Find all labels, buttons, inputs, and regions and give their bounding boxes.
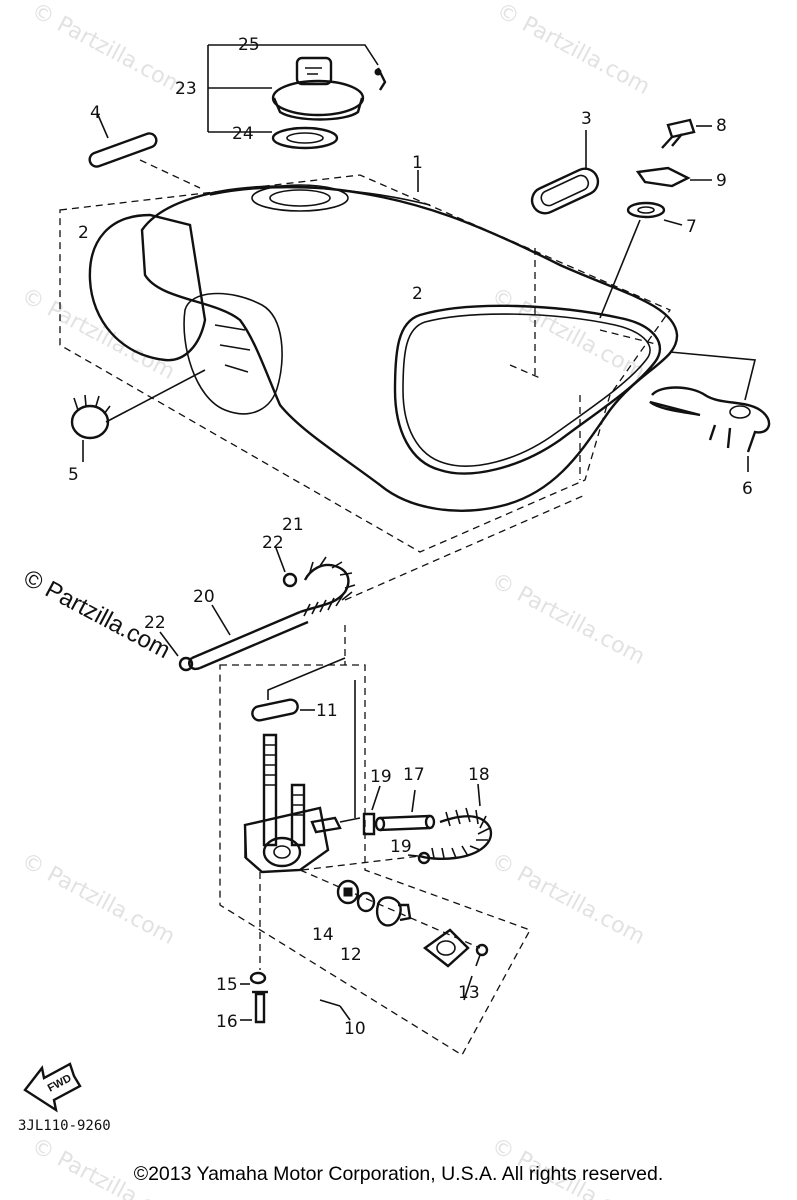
filler-cap-group [207,44,387,150]
faded-watermark: © Partzilla.com [17,848,179,950]
side-panel-left [88,213,207,362]
fwd-arrow-icon [23,1062,82,1113]
part-label: 21 [282,515,304,535]
part-label: 25 [238,35,260,55]
emblem-panel-right [393,304,662,475]
forward-arrow: FWD [23,1062,82,1113]
part-label: 8 [716,116,727,136]
diagram-code: 3JL110-9260 [18,1118,111,1134]
faded-watermark: © Partzilla.com [492,0,654,100]
part-label: 1 [412,153,423,173]
part-label: 4 [90,103,101,123]
seal-part-4 [88,114,201,189]
part-label: 14 [312,925,334,945]
part-label: 3 [581,109,592,129]
part-label: 2 [78,223,89,243]
part-label: 15 [216,975,238,995]
cap-nut-part-5 [70,369,206,462]
part-label: 12 [340,945,362,965]
fuel-pipe [191,610,309,670]
faded-watermark: © Partzilla.com [487,568,649,670]
faded-watermark: © Partzilla.com [27,0,189,100]
hose-group [301,783,493,871]
fuel-lines-group [159,547,356,672]
part-label: 18 [468,765,490,785]
part-label: 17 [403,765,425,785]
part-label: 7 [686,217,697,237]
part-label: 24 [232,124,254,144]
cap-gasket [271,126,339,150]
part-label: 20 [193,587,215,607]
part-label: 13 [458,983,480,1003]
part-label: 22 [262,533,284,553]
copyright-notice: ©2013 Yamaha Motor Corporation, U.S.A. A… [133,1163,664,1185]
fuel-tank [140,185,679,512]
part-label: 11 [316,701,338,721]
fuel-cock-body [243,806,330,874]
faded-watermark: © Partzilla.com [487,283,649,385]
part-label: 19 [370,767,392,787]
mount-hardware [599,118,712,319]
part-label: 2 [412,284,423,304]
bracket-part-6 [649,351,771,472]
fuel-cap [271,79,365,117]
part-label: 16 [216,1012,238,1032]
part-label: 23 [175,79,197,99]
part-labels: 25 23 24 4 1 3 8 9 7 2 2 5 6 21 22 20 22… [68,35,753,1039]
part-label: 19 [390,837,412,857]
emblem-part-3 [530,130,600,215]
part-label: 9 [716,171,727,191]
part-label: 5 [68,465,79,485]
part-label: 6 [742,479,753,499]
fuel-tank-group [59,170,679,553]
faded-watermark: © Partzilla.com [487,848,649,950]
fuel-cock-group [219,494,586,1056]
part-label: 22 [144,613,166,633]
faded-watermark: © Partzilla.com [17,283,179,385]
part-label: 10 [344,1019,366,1039]
